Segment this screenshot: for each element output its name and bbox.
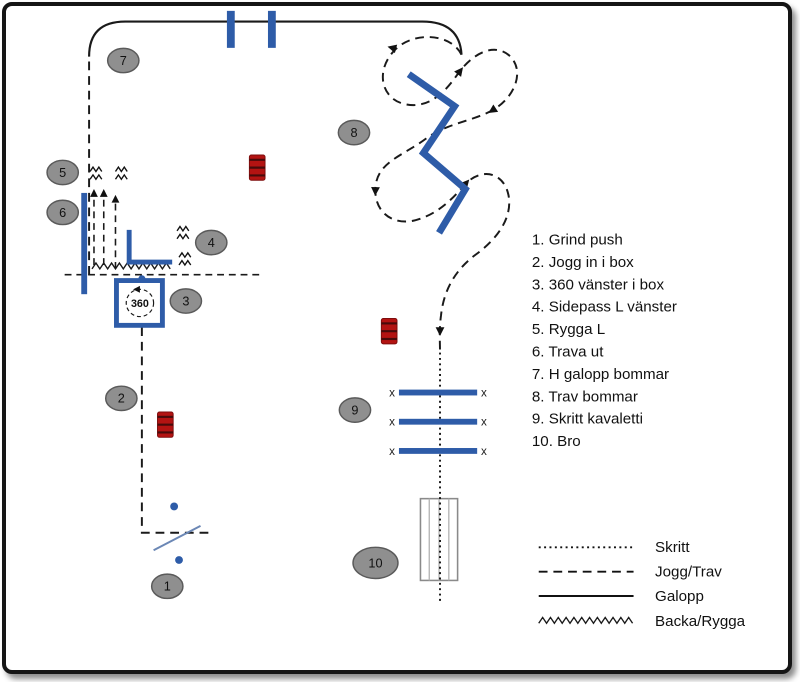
station-marker-6: 6 — [46, 199, 80, 226]
legend-label-skritt: Skritt — [655, 539, 690, 556]
svg-text:10: 10 — [368, 556, 382, 570]
legend-line-zigzag — [538, 616, 634, 625]
wall-pole — [81, 192, 88, 295]
exercise-list: 1. Grind push 2. Jogg in i box 3. 360 vä… — [532, 232, 677, 451]
trot-pole-zigzag — [406, 71, 470, 235]
galopp-line — [88, 20, 463, 57]
rygga-squiggle-marks — [89, 166, 192, 266]
exercise-item: 8. Trav bommar — [532, 388, 638, 405]
svg-text:4: 4 — [208, 236, 215, 250]
cavaletti-end-mark: x — [481, 386, 487, 399]
direction-arrow-icon — [488, 104, 499, 114]
direction-arrow-icon — [387, 44, 398, 54]
exercise-item: 7. H galopp bommar — [532, 366, 669, 383]
legend: Skritt Jogg/Trav Galopp Backa/Rygga — [538, 539, 746, 630]
up-arrow-icon — [111, 194, 120, 203]
svg-text:8: 8 — [350, 126, 357, 140]
legend-label-jogg-trav: Jogg/Trav — [655, 564, 722, 581]
svg-text:9: 9 — [351, 403, 358, 417]
obstacle-gate — [153, 502, 201, 564]
station-marker-5: 5 — [46, 159, 80, 186]
exercise-item: 10. Bro — [532, 433, 581, 450]
exercise-item: 3. 360 vänster i box — [532, 276, 665, 293]
cavaletti-end-mark: x — [389, 416, 395, 429]
exercise-item: 5. Rygga L — [532, 321, 605, 338]
legend-label-backa-rygga: Backa/Rygga — [655, 613, 746, 630]
svg-text:2: 2 — [118, 392, 125, 406]
exercise-item: 4. Sidepass L vänster — [532, 299, 677, 316]
course-diagram: 360 x x x x x x 7 — [46, 10, 746, 630]
obstacle-bridge — [419, 497, 459, 582]
station-marker-1: 1 — [150, 573, 184, 600]
barrel-3 — [157, 411, 174, 438]
station-marker-8: 8 — [337, 119, 371, 146]
sidepass-L-poles — [126, 229, 173, 265]
svg-text:1: 1 — [164, 580, 171, 594]
direction-arrow-icon — [371, 186, 380, 196]
cavaletti-end-mark: x — [389, 386, 395, 399]
cavaletti-end-mark: x — [481, 416, 487, 429]
up-arrow-icon — [99, 189, 108, 197]
jogg-approach-line — [140, 327, 209, 534]
obstacle-box-360: 360 — [114, 275, 165, 328]
barrel-2 — [380, 318, 398, 345]
backa-zigzag-line — [91, 261, 171, 271]
exercise-item: 9. Skritt kavaletti — [532, 411, 643, 428]
station-marker-3: 3 — [169, 288, 203, 314]
station-marker-7: 7 — [106, 47, 140, 74]
cavaletti-end-mark: x — [481, 445, 487, 458]
barrel-1 — [248, 154, 266, 181]
direction-arrow-icon — [454, 67, 464, 77]
course-map-frame: 360 x x x x x x 7 — [2, 2, 792, 674]
legend-label-galopp: Galopp — [655, 588, 704, 605]
exercise-item: 2. Jogg in i box — [532, 254, 634, 271]
svg-text:6: 6 — [59, 206, 66, 220]
exercise-item: 6. Trava ut — [532, 344, 604, 361]
canter-pole-1 — [226, 10, 235, 48]
station-marker-2: 2 — [104, 385, 138, 412]
up-arrow-icon — [90, 189, 98, 197]
station-marker-4: 4 — [194, 229, 228, 256]
station-marker-10: 10 — [352, 546, 399, 580]
trav-serpentine-line — [374, 36, 519, 353]
cavaletti-end-mark: x — [389, 445, 395, 458]
box-turn-label: 360 — [131, 298, 149, 310]
station-marker-9: 9 — [338, 397, 372, 423]
direction-arrow-icon — [435, 327, 445, 337]
svg-text:3: 3 — [182, 294, 189, 308]
canter-pole-2 — [267, 10, 276, 48]
obstacle-cavaletti: x x x x x x — [389, 386, 487, 457]
svg-text:7: 7 — [120, 54, 127, 68]
exercise-item: 1. Grind push — [532, 232, 623, 249]
svg-text:5: 5 — [59, 166, 66, 180]
